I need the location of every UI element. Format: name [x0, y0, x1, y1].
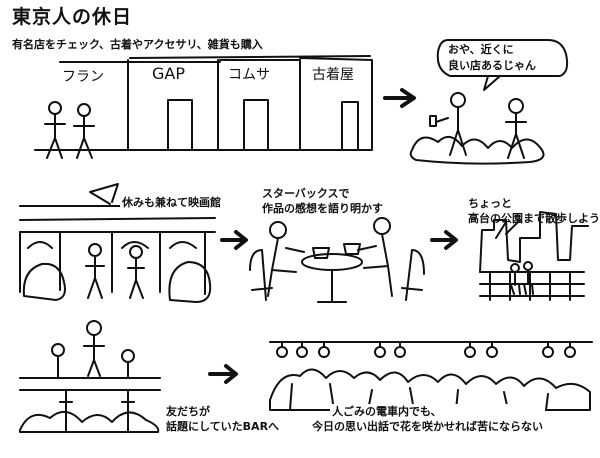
speech-line-2: 良い店あるじゃん [448, 59, 536, 72]
caption-park-line-1: ちょっと [468, 197, 512, 210]
caption-park-line-2: 高台の公園まで散歩しよう [468, 212, 600, 225]
arrow-3 [430, 230, 458, 250]
caption-bar: 友だちが 話題にしていたBARへ [166, 404, 279, 434]
panel-shopping-street [34, 55, 373, 159]
caption-train-line-2: 今日の思い出話で花を咲かせれば苦にならない [312, 420, 543, 433]
arrow-2 [220, 230, 248, 250]
arrow-4 [208, 364, 238, 384]
caption-starbucks: スターバックスで 作品の感想を語り明かす [262, 186, 383, 216]
caption-starbucks-line-1: スターバックスで [262, 187, 350, 200]
caption-starbucks-line-2: 作品の感想を語り明かす [262, 202, 383, 215]
arrow-1 [383, 88, 416, 108]
caption-train: 人ごみの電車内でも、 今日の思い出話で花を咲かせれば苦にならない [312, 404, 545, 434]
shop-sign-gap: GAP [152, 64, 185, 83]
panel-train [269, 341, 593, 411]
caption-bar-line-2: 話題にしていたBARへ [166, 420, 280, 433]
shop-sign-comsa: コムサ [228, 67, 270, 83]
caption-train-line-1: 人ごみの電車内でも、 [332, 405, 442, 418]
panel-discovered-shop [409, 39, 569, 165]
speech-line-1: おや、近くに [448, 43, 514, 56]
page-subtitle: 有名店をチェック、古着やアクセサリ、雑貨も購入 [12, 38, 263, 51]
shop-sign-furugiya: 古着屋 [312, 67, 354, 83]
shop-sign-fran: フラン [62, 69, 104, 85]
panel-park [479, 211, 589, 301]
panel-starbucks [249, 217, 425, 303]
page-title: 東京人の休日 [12, 6, 133, 28]
panel-bar [19, 320, 161, 433]
caption-park: ちょっと 高台の公園まで散歩しよう [468, 196, 600, 226]
caption-cinema: 休みも兼ねて映画館 [120, 195, 223, 210]
speech-bubble-text: おや、近くに 良い店あるじゃん [448, 42, 536, 74]
caption-bar-line-1: 友だちが [166, 405, 210, 418]
